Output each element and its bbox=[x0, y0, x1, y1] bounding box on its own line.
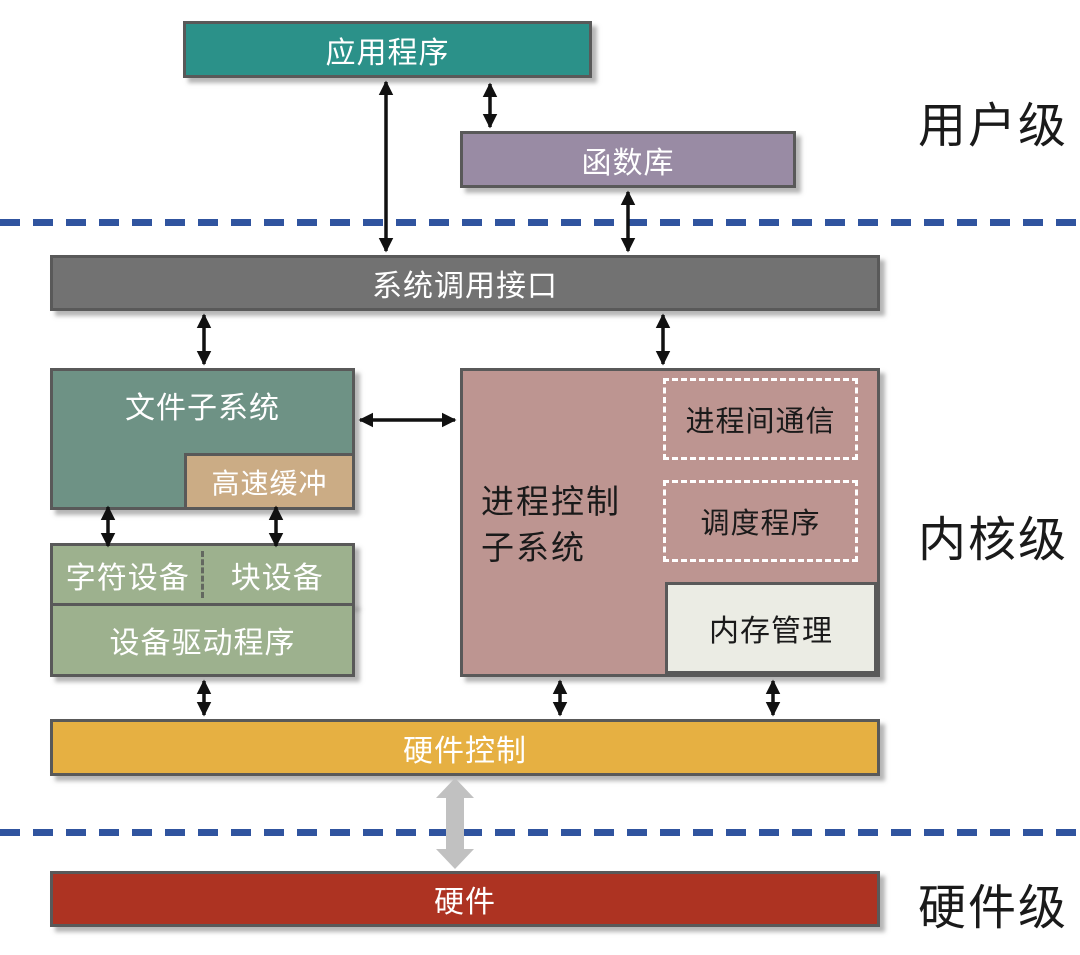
block-device-label: 块设备 bbox=[230, 561, 324, 595]
device-box: 字符设备 块设备 bbox=[50, 543, 355, 606]
kernel-hardware-separator-line bbox=[0, 829, 1080, 836]
process-control-label-line1: 进程控制 bbox=[481, 483, 621, 520]
application-label: 应用程序 bbox=[325, 36, 450, 70]
memory-management-box: 内存管理 bbox=[665, 582, 877, 674]
user-kernel-separator-line bbox=[0, 219, 1080, 226]
process-control-subsystem-box: 进程控制 子系统 进程间通信 调度程序 内存管理 bbox=[460, 368, 880, 677]
hardware-box: 硬件 bbox=[50, 871, 880, 927]
buffer-cache-box: 高速缓冲 bbox=[184, 453, 355, 510]
application-box: 应用程序 bbox=[183, 21, 592, 78]
syscall-interface-label: 系统调用接口 bbox=[372, 270, 558, 303]
syscall-interface-box: 系统调用接口 bbox=[50, 255, 880, 311]
hardware-control-box: 硬件控制 bbox=[50, 719, 880, 776]
thick-arrow-hwcontrol-hardware bbox=[436, 778, 474, 869]
device-driver-label: 设备驱动程序 bbox=[109, 627, 296, 660]
library-box: 函数库 bbox=[460, 131, 796, 188]
file-subsystem-label: 文件子系统 bbox=[125, 392, 280, 425]
library-label: 函数库 bbox=[581, 146, 675, 180]
buffer-cache-label: 高速缓冲 bbox=[211, 467, 328, 499]
process-control-label: 进程控制 子系统 bbox=[481, 479, 621, 571]
hardware-label: 硬件 bbox=[434, 886, 496, 919]
memory-management-label: 内存管理 bbox=[709, 615, 833, 648]
ipc-box: 进程间通信 bbox=[663, 378, 858, 460]
device-driver-box: 设备驱动程序 bbox=[50, 603, 355, 677]
user-level-label: 用户级 bbox=[918, 100, 1069, 153]
ipc-label: 进程间通信 bbox=[685, 406, 836, 438]
process-control-label-line2: 子系统 bbox=[481, 529, 586, 566]
scheduler-label: 调度程序 bbox=[700, 508, 821, 540]
hardware-control-label: 硬件控制 bbox=[403, 734, 527, 768]
device-divider-dashed-line bbox=[200, 551, 204, 598]
scheduler-box: 调度程序 bbox=[663, 480, 858, 562]
char-device-label: 字符设备 bbox=[65, 561, 190, 595]
kernel-level-label: 内核级 bbox=[918, 514, 1069, 567]
hardware-level-label: 硬件级 bbox=[918, 882, 1069, 935]
